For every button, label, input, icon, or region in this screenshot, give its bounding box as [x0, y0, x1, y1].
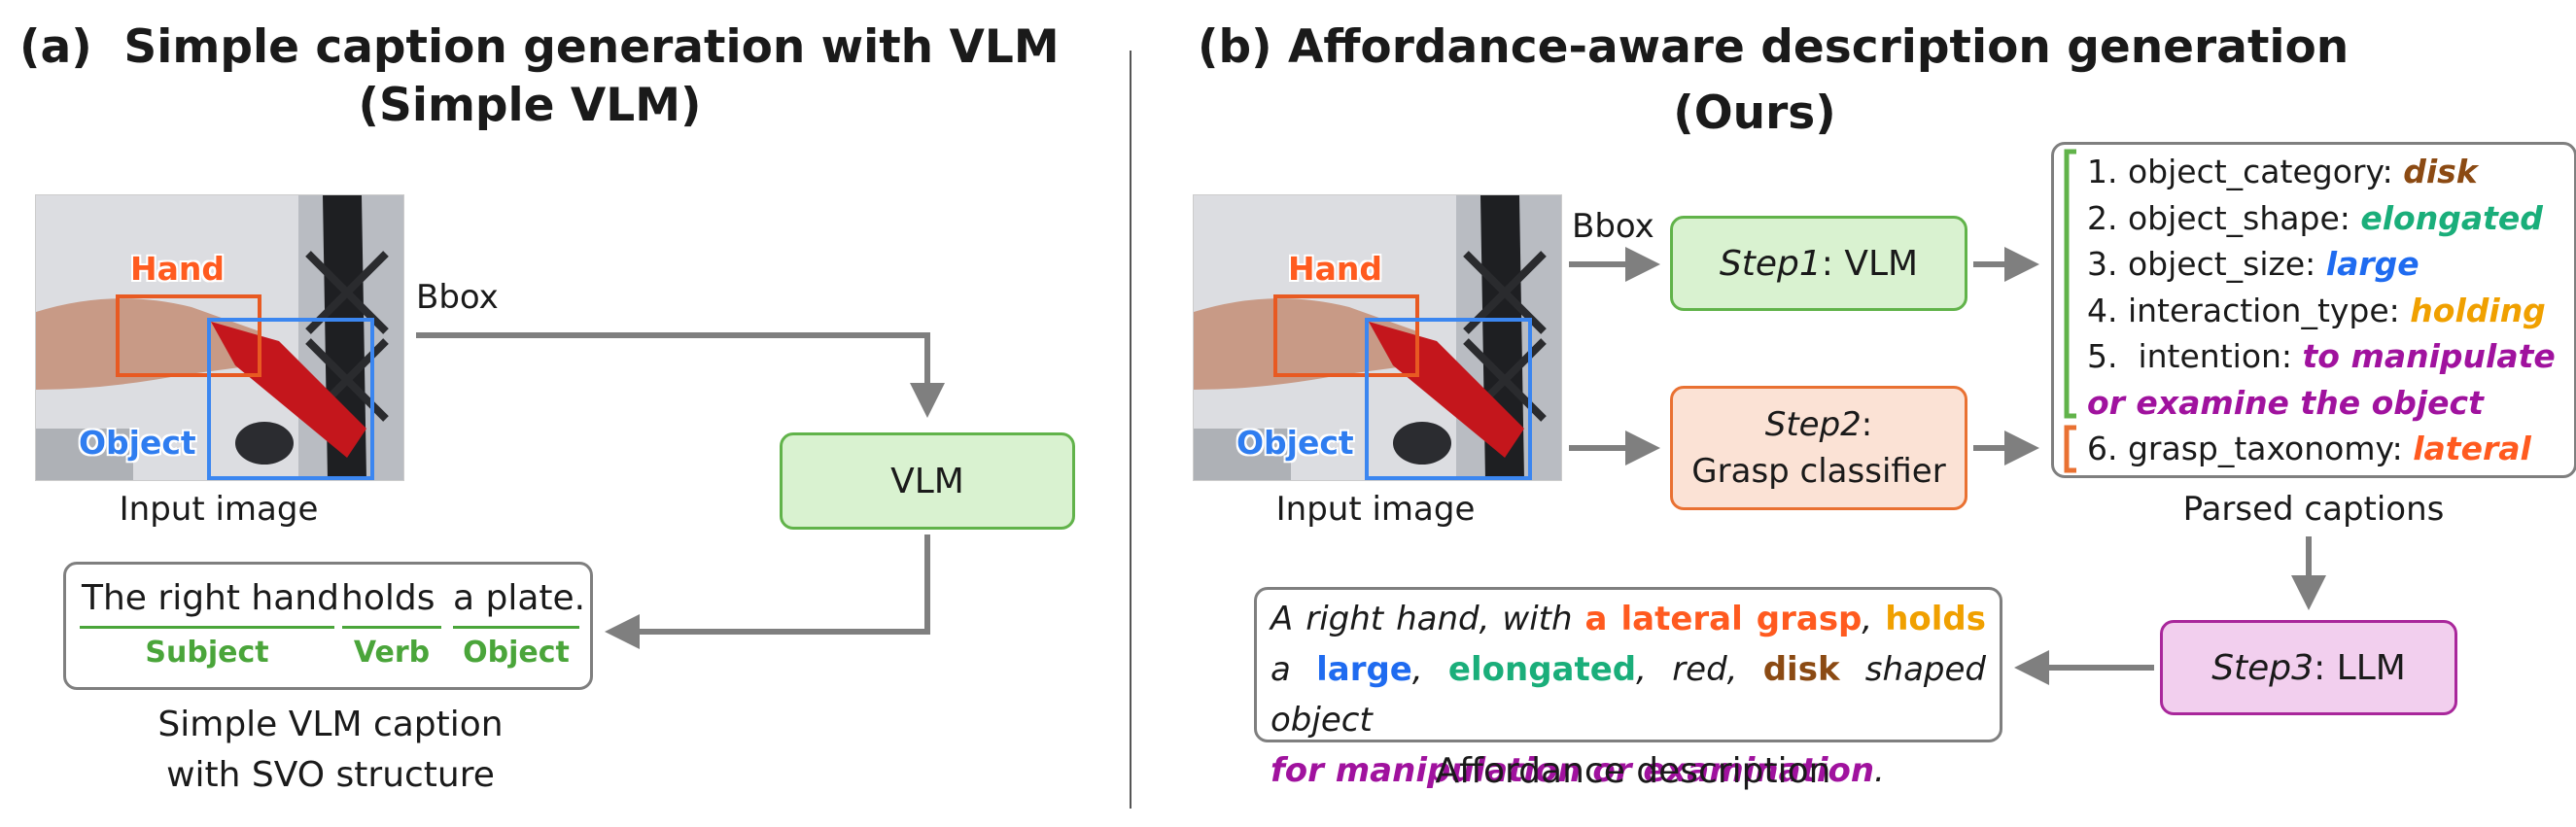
desc-intent: for manipulation or examination	[1271, 751, 1875, 790]
svo-object-word: a plate.	[453, 578, 586, 618]
parsed-item-4: 4. interaction_type: holding	[2087, 288, 2556, 334]
parsed-item-3: 3. object_size: large	[2087, 241, 2556, 288]
desc-t4: ,	[1411, 650, 1448, 689]
bbox-label-a: Bbox	[416, 278, 499, 317]
svo-verb-label: Verb	[353, 636, 431, 670]
panel-divider	[1130, 51, 1131, 809]
object-bbox-b	[1365, 318, 1532, 480]
parsed-val-5b: or examine the object	[2087, 383, 2484, 422]
parsed-val-5a: to manipulate	[2302, 337, 2556, 375]
arrow-bbox-to-vlm-a	[416, 332, 945, 418]
hand-bbox-b	[1273, 294, 1419, 377]
svo-subject-word: The right hand	[82, 578, 339, 618]
hand-object-photo-b	[1194, 195, 1561, 480]
parsed-key-2: 2. object_shape:	[2087, 198, 2361, 237]
arrow-vlm-to-caption-a	[605, 534, 930, 649]
bbox-label-b: Bbox	[1572, 207, 1654, 246]
vlm-box-a: VLM	[780, 432, 1075, 530]
step3-rest: : LLM	[2314, 647, 2406, 688]
parsed-val-3: large	[2325, 245, 2419, 283]
input-image-a-label: Input image	[119, 490, 319, 529]
hand-bbox-a	[116, 294, 261, 377]
parsed-item-2: 2. object_shape: elongated	[2087, 195, 2556, 242]
affordance-description-last-line: for manipulation or examination.	[1271, 745, 1986, 796]
step1-box: Step1: VLM	[1670, 216, 1967, 311]
step2-line1: Step2:	[1765, 401, 1873, 448]
input-image-a: Hand Object	[35, 194, 404, 481]
desc-t1: A right hand, with	[1271, 600, 1585, 638]
object-tag-b: Object	[1236, 424, 1354, 462]
desc-t6: shaped object	[1271, 650, 1986, 740]
parsed-val-2: elongated	[2360, 198, 2543, 237]
parsed-item-6: 6. grasp_taxonomy: lateral	[2087, 426, 2556, 472]
step3-box: Step3: LLM	[2160, 620, 2457, 715]
parsed-val-6: lateral	[2413, 430, 2531, 467]
step2-line2: Grasp classifier	[1691, 452, 1946, 491]
parsed-list: 1. object_category: disk 2. object_shape…	[2087, 149, 2556, 472]
desc-disk: disk	[1762, 650, 1840, 689]
hand-tag-a: Hand	[130, 250, 226, 288]
parsed-item-5: 5. intention: to manipulate	[2087, 333, 2556, 380]
desc-elongated: elongated	[1447, 650, 1637, 689]
parsed-key-3: 3. object_size:	[2087, 245, 2326, 283]
step1-rest: : VLM	[1821, 243, 1919, 284]
panel-a-subtitle: (Simple VLM)	[358, 79, 702, 132]
hand-object-photo-a	[36, 195, 403, 480]
parsed-key-6: 6. grasp_taxonomy:	[2087, 430, 2414, 467]
desc-t2: ,	[1862, 600, 1886, 638]
step3-italic: Step3	[2211, 647, 2315, 688]
parsed-item-5-cont: or examine the object	[2087, 380, 2556, 427]
parsed-key-5: 5. intention:	[2087, 337, 2303, 375]
svo-caption-box: The right hand holds a plate. Subject Ve…	[63, 562, 593, 690]
input-image-b-label: Input image	[1275, 490, 1476, 529]
desc-t5: , red,	[1636, 650, 1763, 689]
affordance-description-box: A right hand, with a lateral grasp, hold…	[1254, 587, 2002, 790]
parsed-key-1: 1. object_category:	[2087, 153, 2404, 190]
svo-object-label: Object	[463, 636, 570, 670]
desc-t3: a	[1271, 650, 1291, 689]
panel-b-subtitle: (Ours)	[1673, 86, 1836, 140]
parsed-key-4: 4. interaction_type:	[2087, 291, 2411, 329]
svo-caption-title: Simple VLM caption with SVO structure	[87, 700, 574, 801]
svo-caption-title-line1: Simple VLM caption	[157, 705, 504, 744]
object-bbox-a	[207, 318, 374, 480]
parsed-val-4: holding	[2410, 291, 2546, 329]
affordance-description-text: A right hand, with a lateral grasp, hold…	[1271, 594, 1986, 745]
panel-a-title-line1: (a) Simple caption generation with VLM	[19, 20, 1060, 74]
object-tag-a: Object	[79, 424, 196, 462]
object-underline	[453, 626, 579, 629]
step2-italic: Step2	[1764, 405, 1862, 444]
hand-tag-b: Hand	[1288, 250, 1383, 288]
parsed-captions-label: Parsed captions	[2182, 490, 2445, 529]
desc-holds: holds	[1885, 600, 1986, 638]
parsed-item-1: 1. object_category: disk	[2087, 149, 2556, 195]
affordance-description-label: Affordance description	[1435, 751, 1831, 791]
step2-rest: :	[1861, 405, 1873, 444]
svo-caption-title-line2: with SVO structure	[166, 755, 495, 795]
parsed-captions-box: 1. object_category: disk 2. object_shape…	[2051, 142, 2576, 478]
svo-subject-label: Subject	[145, 636, 269, 670]
verb-underline	[342, 626, 441, 629]
vlm-label-a: VLM	[890, 461, 964, 501]
panel-b-title: (b) Affordance-aware description generat…	[1198, 20, 2350, 74]
svo-verb-word: holds	[341, 578, 435, 618]
step2-box: Step2: Grasp classifier	[1670, 386, 1967, 510]
panel-a-title: (a) Simple caption generation with VLM	[19, 19, 1060, 76]
desc-large: large	[1316, 650, 1412, 689]
input-image-b: Hand Object	[1193, 194, 1562, 481]
desc-grasp: a lateral grasp	[1584, 600, 1862, 638]
subject-underline	[80, 626, 334, 629]
parsed-val-1: disk	[2403, 153, 2478, 190]
step1-italic: Step1	[1719, 243, 1822, 284]
desc-t7: .	[1874, 751, 1885, 790]
